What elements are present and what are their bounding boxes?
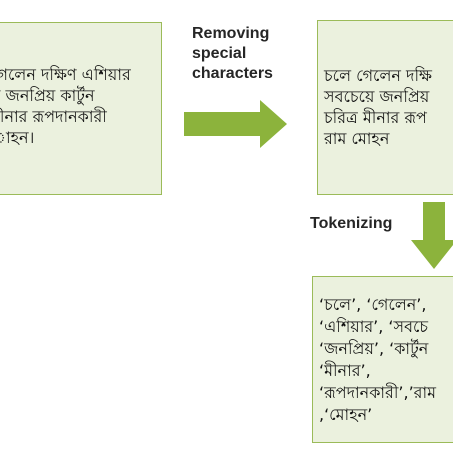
cleaned-text: চলে গেলেন দক্ষি সবচেয়ে জনপ্রিয় চরিত্র …: [324, 66, 432, 148]
cleaned-text-box: চলে গেলেন দক্ষি সবচেয়ে জনপ্রিয় চরিত্র …: [317, 20, 453, 195]
tokens-text: ‘চলে’, ‘গেলেন’, ‘এশিয়ার’, ‘সবচে ‘জনপ্রি…: [319, 295, 436, 424]
input-text-box: গেলেন দক্ষিণ এশিয়ার য় জনপ্রিয় কার্টুন…: [0, 22, 162, 195]
input-text: গেলেন দক্ষিণ এশিয়ার য় জনপ্রিয় কার্টুন…: [0, 65, 131, 147]
right-arrow-icon: [184, 100, 287, 148]
removing-special-characters-label: Removing special characters: [192, 25, 273, 82]
tokenizing-label: Tokenizing: [310, 215, 393, 232]
down-arrow-icon: [411, 202, 453, 269]
tokens-box: ‘চলে’, ‘গেলেন’, ‘এশিয়ার’, ‘সবচে ‘জনপ্রি…: [312, 276, 453, 443]
